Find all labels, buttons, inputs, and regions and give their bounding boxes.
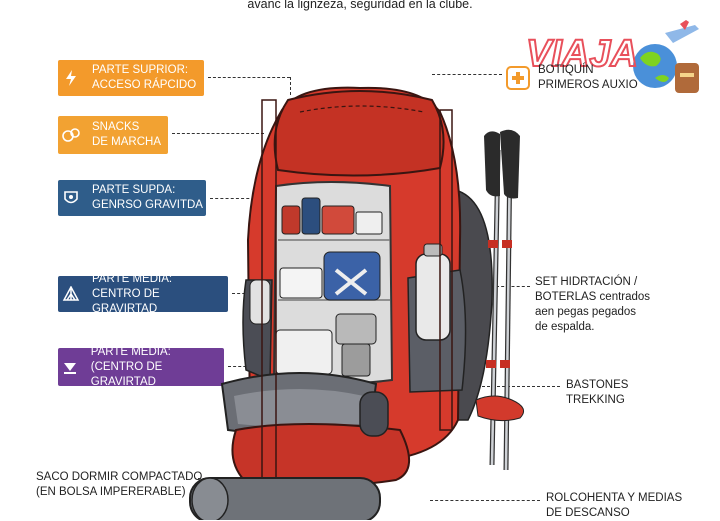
label-top-access: PARTE SUPRIOR: ACCESO RÁPCIDO: [58, 60, 204, 96]
poles-line1: BASTONES: [566, 379, 629, 391]
logo-text: VIAJA: [526, 33, 638, 75]
first-aid-line2: PRIMEROS AUXIO: [538, 79, 638, 91]
label-middle-gravity: PARTE MEDIA: CENTRO DE GRAVIRTAD: [58, 273, 228, 315]
leader-line: [472, 386, 560, 387]
lightning-icon: [58, 60, 84, 96]
label-middle-gravity-2: PARTE MEDIA: (CENTRO DE GRAVIRTAD: [58, 345, 224, 388]
poles-label: BASTONES TREKKING: [566, 378, 628, 408]
label-line1: PARTE SUPRIOR:: [92, 64, 189, 76]
label-line2: (CENTRO DE GRAVIRTAD: [90, 360, 163, 388]
leader-line: [290, 77, 291, 95]
hydration-label: SET HIDRTACIÓN / BOTERLAS centrados aen …: [535, 275, 650, 335]
socks-label: ROLCOHENTA Y MEDIAS DE DESCANSO: [546, 491, 682, 521]
sleeping-bag-line2: (EN BOLSA IMPERERABLE): [36, 486, 186, 498]
socks-line2: DE DESCANSO: [546, 507, 630, 519]
shield-icon: [58, 180, 84, 216]
label-line1: PARTE MEDIA:: [91, 272, 173, 285]
leader-line: [496, 286, 530, 287]
label-line2: GENRSO GRAVITDA: [92, 199, 203, 211]
logo: VIAJA: [520, 18, 710, 98]
hydration-line3: aen pegаs pegados: [535, 306, 637, 318]
hydration-line1: SET HIDRTACIÓN /: [535, 276, 638, 288]
leader-line: [210, 198, 270, 199]
socks-line1: ROLCOHENTA Y MEDIAS: [546, 492, 683, 504]
label-upper-gravity: PARTE SUPDA: GENRSO GRAVITDA: [58, 180, 206, 216]
label-snacks: SNACKS DE MARCHA: [58, 116, 168, 154]
sleeping-bag-line1: SACO DORMIR COMPACTADO: [36, 471, 203, 483]
label-line1: PARTE SUPDA:: [92, 184, 176, 196]
label-line2: CENTRO DE GRAVIRTAD: [91, 287, 160, 315]
leader-line: [208, 77, 290, 78]
first-aid-line1: BOTIQUÍN: [538, 64, 594, 76]
snacks-icon: [58, 116, 84, 154]
logo-graphic: VIAJA: [525, 20, 699, 93]
hydration-line4: de espalda.: [535, 321, 595, 333]
arrow-down-icon: [58, 348, 83, 386]
label-line1: PARTE MEDIA:: [90, 345, 171, 358]
first-aid-label: BOTIQUÍN PRIMEROS AUXIO: [506, 63, 638, 93]
label-line2: ACCESO RÁPCIDO: [92, 79, 197, 91]
tent-icon: [58, 276, 84, 312]
leader-line: [432, 74, 502, 75]
poles-line2: TREKKING: [566, 394, 625, 406]
label-line2: DE MARCHA: [92, 136, 162, 148]
hydration-line2: BOTERLAS centrados: [535, 291, 651, 303]
subtitle: avanc la lignzeza, seguridad en la clube…: [247, 0, 473, 11]
sleeping-bag-label: SACO DORMIR COMPACTADO (EN BOLSA IMPERER…: [36, 470, 202, 500]
first-aid-icon: [506, 66, 530, 90]
leader-line: [430, 500, 540, 501]
leader-line: [172, 133, 264, 134]
label-line1: SNACKS: [92, 121, 140, 133]
